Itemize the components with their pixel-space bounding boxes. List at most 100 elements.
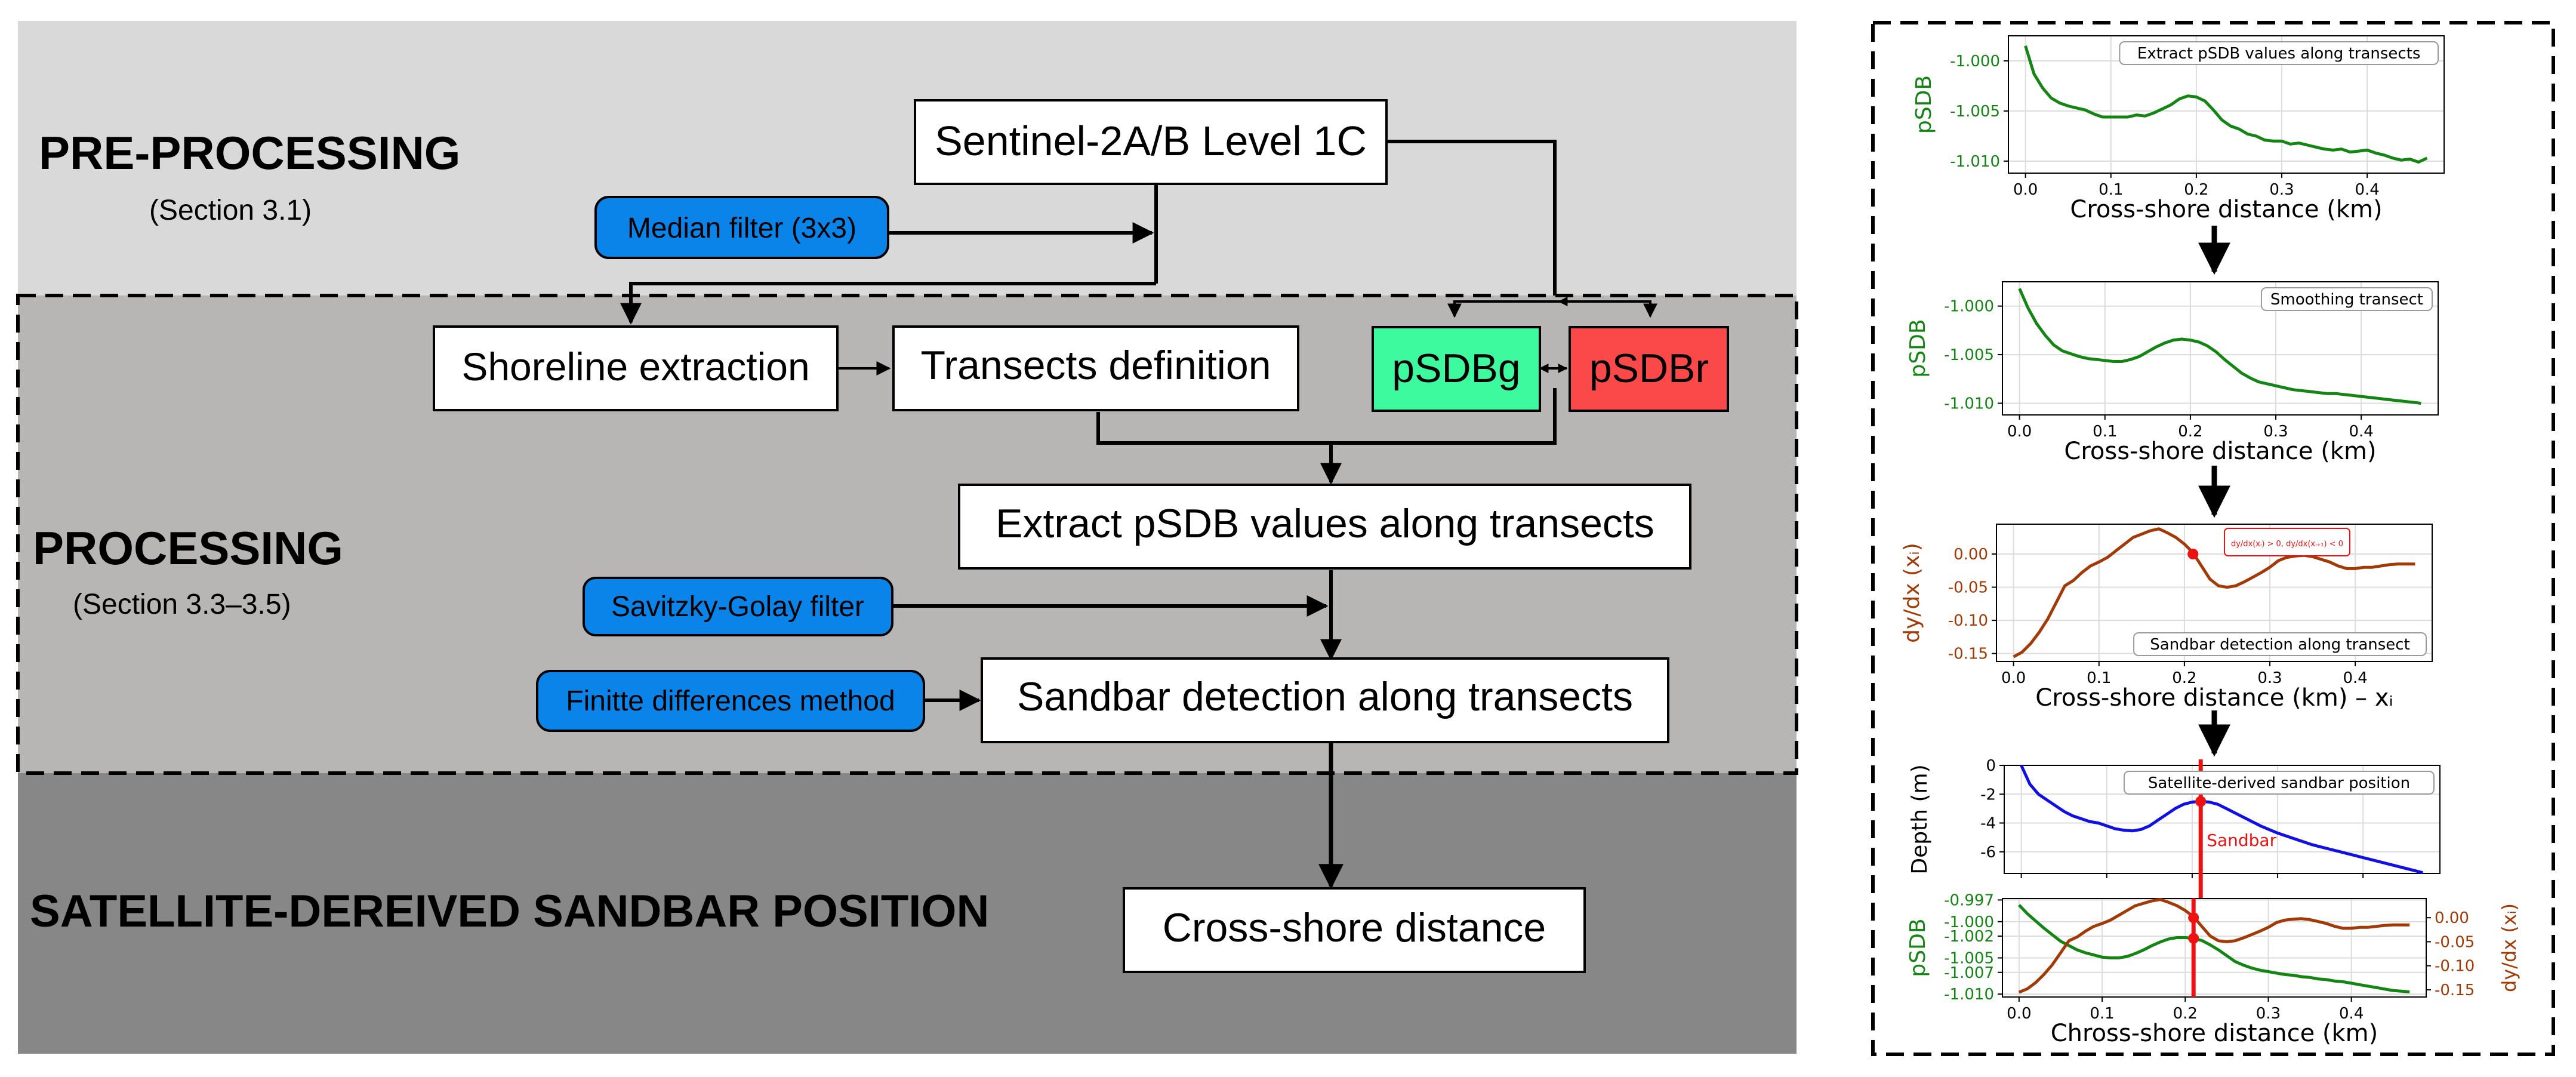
median-filter-box: Median filter (3x3) [594,196,889,259]
finite-differences-box: Finitte differences method [536,670,925,732]
x-tick-label: 0.0 [2007,423,2032,441]
x-axis-label: Chross-shore distance (km) [2051,1020,2378,1047]
pre-processing-title: PRE-PROCESSING [39,127,460,179]
x-tick-label: 0.4 [2343,669,2367,687]
x-tick-label: 0.3 [2257,669,2282,687]
extract-label: Extract pSDB values along transects [996,501,1654,546]
chart-title-box [2260,287,2433,311]
x-tick-label: 0.1 [2093,423,2117,441]
psdbr-label: pSDBr [1589,346,1709,391]
y-right-tick-label: -0.15 [2435,981,2475,999]
y-axis-label: pSDB [1906,918,1930,977]
cross-shore-label: Cross-shore distance [1163,905,1546,950]
series-line-2 [2018,898,2410,994]
y-tick-label: -1.010 [1950,153,2000,171]
processing-subtitle: (Section 3.3–3.5) [73,589,291,620]
y-tick-label: -2 [1980,786,1996,804]
sandbar-point [2188,933,2199,944]
charts-dashed-frame [1871,21,2555,1056]
y-tick-label: -1.005 [1944,949,1994,967]
finite-differences-label: Finitte differences method [566,685,895,717]
cross-shore-box: Cross-shore distance [1123,887,1586,973]
y-tick-label: -1.000 [1944,298,1994,316]
psdbg-box: pSDBg [1372,326,1541,412]
y-axis-label: dy/dx (xᵢ) [1900,543,1924,643]
x-tick-label: 0.2 [2173,1005,2198,1023]
transects-label: Transects definition [920,343,1271,388]
series-line-1 [2024,45,2428,164]
chart-2: 0.0 0.1 0.2 0.3 0.4 -1.000 -1.005 -1.010Cross-s… [1906,281,2439,465]
processing-dashed-frame [16,294,1798,775]
y-tick-label: -0.997 [1944,891,1994,909]
shoreline-label: Shoreline extraction [461,344,809,389]
y-tick-label: 0 [1986,757,1996,775]
sandbar-point [2195,796,2207,807]
transects-box: Transects definition [892,325,1299,411]
x-tick-label: 0.4 [2355,181,2379,199]
chart-title: Sandbar detection along transect [2150,636,2410,654]
y-tick-label: -4 [1980,815,1996,833]
savitzky-golay-box: Savitzky-Golay filter [583,577,893,636]
y-tick-label: 0.00 [1953,546,1988,564]
chart-title-box [2123,771,2435,795]
satellite-title: SATELLITE-DEREIVED SANDBAR POSITION [30,886,989,937]
y-right-tick-label: -0.10 [2435,958,2475,976]
x-tick-label: 0.3 [2256,1005,2281,1023]
connectors [620,140,1657,890]
condition-box [2224,528,2350,556]
psdbg-label: pSDBg [1392,346,1520,391]
y-tick-label: -0.15 [1948,645,1988,663]
chart-title: Smoothing transect [2270,291,2423,309]
y-tick-label: -1.005 [1950,103,2000,121]
x-axis-label: Cross-shore distance (km) [2064,438,2376,465]
y-tick-label: -1.005 [1944,346,1994,364]
y-axis-label: Depth (m) [1908,764,1932,874]
x-axis-label: Cross-shore distance (km) – xᵢ [2035,684,2393,712]
y-tick-label: -1.010 [1944,986,1994,1004]
sandbar-detection-box: Sandbar detection along transects [981,657,1669,743]
x-tick-label: 0.3 [2269,181,2294,199]
chart-title: Extract pSDB values along transects [2137,45,2421,63]
y-tick-label: -0.10 [1948,612,1988,630]
sandbar-detection-label: Sandbar detection along transects [1017,674,1633,719]
chart-frame [2002,898,2427,998]
x-tick-label: 0.0 [2001,669,2026,687]
series-line-1 [2018,288,2421,405]
series-line-1 [2017,904,2410,993]
processing-title: PROCESSING [33,522,343,574]
sandbar-point [2188,912,2199,924]
y-axis-right-label: dy/dx (xᵢ) [2498,903,2520,992]
x-tick-label: 0.0 [2013,181,2038,199]
chart-frame [2004,765,2441,874]
pre-processing-band [18,21,1797,296]
chart-title-box [2133,632,2427,656]
chart-title-box [2119,41,2439,65]
sandbar-point [2187,549,2199,559]
y-axis-label: pSDB [1906,319,1930,377]
chart-title: Satellite-derived sandbar position [2148,774,2410,792]
processing-flowchart: PRE-PROCESSING (Section 3.1) PROCESSING … [16,21,1798,1054]
x-axis-label: Cross-shore distance (km) [2070,196,2382,223]
chart-frame [2002,281,2439,416]
series-line-1 [2020,764,2424,875]
pre-processing-subtitle: (Section 3.1) [149,195,312,226]
psdbr-box: pSDBr [1569,326,1729,412]
x-tick-label: 0.2 [2178,423,2202,441]
x-tick-label: 0.3 [2263,423,2288,441]
chart-frame [1996,524,2433,662]
x-tick-label: 0.2 [2172,669,2196,687]
condition-label: dy/dx(xᵢ) > 0, dy/dx(xᵢ₊₁) < 0 [2231,540,2343,549]
chart-frame [2008,35,2445,174]
x-tick-label: 0.4 [2349,423,2373,441]
x-tick-label: 0.1 [2090,1005,2114,1023]
y-tick-label: -1.000 [1944,913,1994,931]
chart-grid [2002,898,2426,997]
sentinel-label: Sentinel-2A/B Level 1C [935,118,1367,164]
y-tick-label: -1.010 [1944,395,1994,413]
y-tick-label: -1.000 [1950,53,2000,70]
